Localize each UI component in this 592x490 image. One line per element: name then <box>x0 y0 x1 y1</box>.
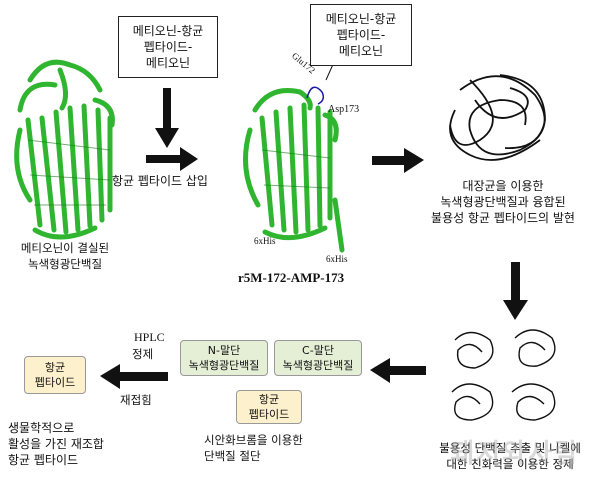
cleavage-line-2: 단백질 절단 <box>204 449 261 463</box>
cleavage-label: 시안화브롬을 이용한 단백질 절단 <box>204 432 334 464</box>
his-tag-b: 6xHis <box>326 254 348 264</box>
arrow-left-hplc <box>100 364 168 389</box>
arrow-right-expression <box>372 148 424 173</box>
amp-fragment: 항균 펩타이드 <box>236 390 302 424</box>
box-left-line-2: 펩타이드- <box>143 40 193 54</box>
site-asp-label: Asp173 <box>328 104 360 115</box>
c-term-line-1: C-말단 <box>302 344 334 357</box>
construct-name: r5M-172-AMP-173 <box>238 270 345 285</box>
expression-label: 대장균을 이용한 녹색형광단백질과 융합된 불용성 항균 펩타이드의 발현 <box>418 178 588 226</box>
box-left-line-3: 메티오닌 <box>145 56 191 70</box>
purify-label: 정제 <box>132 347 154 361</box>
n-term-line-1: N-말단 <box>207 344 241 357</box>
amp-construct-box-center: 메티오닌-항균 펩타이드- 메티오닌 <box>310 4 412 66</box>
purification-line-1: 불용성 단백질 추출 및 니켈에 <box>439 441 581 455</box>
gfp-structure-left <box>14 59 115 240</box>
purification-label: 불용성 단백질 추출 및 니켈에 대한 친화력을 이용한 정제 <box>430 440 590 472</box>
hplc-label: HPLC <box>134 330 165 344</box>
box-left-line-1: 메티오닌-항균 <box>132 24 204 38</box>
c-term-line-2: 녹색형광단백질 <box>282 359 354 372</box>
c-terminal-gfp: C-말단 녹색형광단백질 <box>274 340 362 376</box>
amp-construct-box-left: 메티오닌-항균 펩타이드- 메티오닌 <box>118 16 218 78</box>
expression-line-1: 대장균을 이용한 <box>462 179 544 193</box>
amp-final-line-2: 펩타이드 <box>34 376 76 389</box>
arrow-right-insertion <box>146 147 198 171</box>
amp-mid-line-2: 펩타이드 <box>248 408 290 421</box>
his-tag-a: 6xHis <box>254 236 276 246</box>
box-center-line-3: 메티오닌 <box>338 44 384 58</box>
final-line-1: 생물학적으로 <box>8 421 75 435</box>
gfp-deleted-line-1: 메티오닌이 결실된 <box>20 241 110 255</box>
arrow-left-cleavage <box>370 358 426 383</box>
amp-loop <box>306 86 325 105</box>
amp-mid-line-1: 항균 <box>258 393 280 406</box>
gfp-structure-center <box>243 88 345 253</box>
final-line-3: 항균 펩타이드 <box>8 453 79 467</box>
amp-final-line-1: 항균 <box>44 361 66 374</box>
expression-line-2: 녹색형광단백질과 융합된 <box>440 195 566 209</box>
gfp-deleted-label: 메티오닌이 결실된 녹색형광단백질 <box>6 240 124 272</box>
arrow-down-purification <box>503 262 528 320</box>
n-terminal-gfp: N-말단 녹색형광단백질 <box>180 340 268 376</box>
expression-line-3: 불용성 항균 펩타이드의 발현 <box>431 211 575 225</box>
cleavage-line-1: 시안화브롬을 이용한 <box>204 433 303 447</box>
box-center-line-2: 펩타이드- <box>336 28 386 42</box>
final-line-2: 활성을 가진 재조합 <box>8 437 104 451</box>
aggregate-coil <box>449 74 546 161</box>
n-term-line-2: 녹색형광단백질 <box>188 359 260 372</box>
insertion-label: 항균 펩타이드 삽입 <box>112 174 208 188</box>
arrow-down-insertion <box>155 88 179 148</box>
box-center-line-1: 메티오닌-항균 <box>325 12 397 26</box>
purified-coils <box>451 329 556 421</box>
gfp-deleted-line-2: 녹색형광단백질 <box>27 257 103 271</box>
final-label: 생물학적으로 활성을 가진 재조합 항균 펩타이드 <box>8 420 128 468</box>
refold-label: 재접힘 <box>120 393 152 407</box>
purification-line-2: 대한 친화력을 이용한 정제 <box>446 457 574 471</box>
amp-final: 항균 펩타이드 <box>24 356 86 394</box>
watermark: 돼지와사람 <box>450 439 580 469</box>
